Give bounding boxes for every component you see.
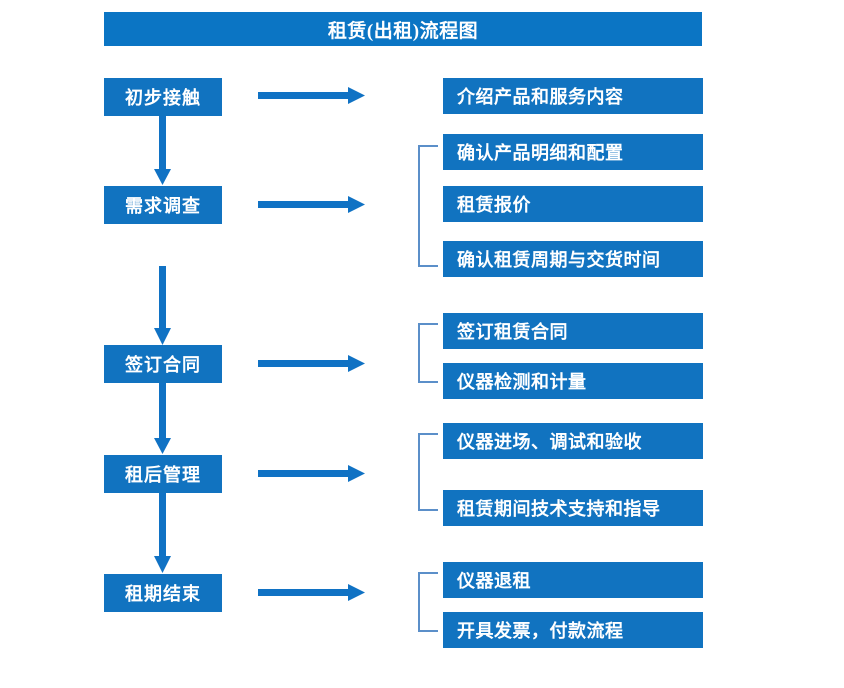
detail-box-confirm-product-spec[interactable]: 确认产品明细和配置	[443, 134, 703, 170]
detail-box-invoice-payment[interactable]: 开具发票，付款流程	[443, 612, 703, 648]
detail-box-instrument-entry-commissioning[interactable]: 仪器进场、调试和验收	[443, 423, 703, 459]
horizontal-arrow-1	[258, 87, 365, 104]
detail-box-instrument-return[interactable]: 仪器退租	[443, 562, 703, 598]
stage-box-demand-survey[interactable]: 需求调查	[104, 186, 222, 224]
vertical-arrow-2	[154, 266, 171, 345]
page-title: 租赁(出租)流程图	[104, 12, 702, 46]
stage-box-rental-end[interactable]: 租期结束	[104, 574, 222, 612]
detail-box-rental-quotation[interactable]: 租赁报价	[443, 186, 703, 222]
stage-box-post-rental-management[interactable]: 租后管理	[104, 455, 222, 493]
detail-box-confirm-period-delivery[interactable]: 确认租赁周期与交货时间	[443, 241, 703, 277]
vertical-arrow-1	[154, 116, 171, 185]
group-bracket-post-rental	[418, 433, 438, 511]
horizontal-arrow-3	[258, 355, 365, 372]
detail-box-technical-support[interactable]: 租赁期间技术支持和指导	[443, 490, 703, 526]
detail-box-instrument-inspection[interactable]: 仪器检测和计量	[443, 363, 703, 399]
group-bracket-demand-survey	[418, 145, 438, 267]
horizontal-arrow-2	[258, 196, 365, 213]
detail-box-introduce-products[interactable]: 介绍产品和服务内容	[443, 78, 703, 114]
detail-box-sign-rental-contract[interactable]: 签订租赁合同	[443, 313, 703, 349]
stage-box-sign-contract[interactable]: 签订合同	[104, 345, 222, 383]
horizontal-arrow-5	[258, 584, 365, 601]
horizontal-arrow-4	[258, 465, 365, 482]
group-bracket-sign-contract	[418, 323, 438, 383]
stage-box-initial-contact[interactable]: 初步接触	[104, 78, 222, 116]
vertical-arrow-3	[154, 383, 171, 454]
vertical-arrow-4	[154, 493, 171, 573]
group-bracket-rental-end	[418, 572, 438, 632]
